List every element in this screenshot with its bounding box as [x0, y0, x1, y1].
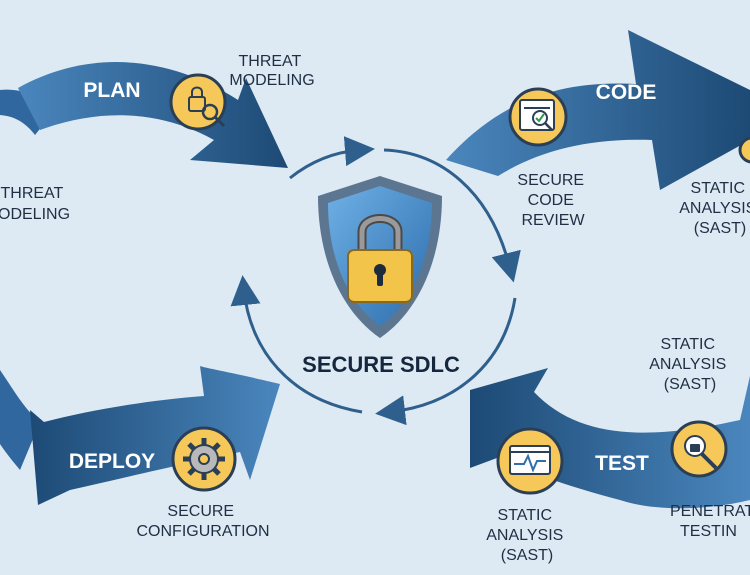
- lock-magnifier-icon: [670, 420, 728, 478]
- gear-icon: [738, 136, 750, 164]
- penetration-testing-label: PENETRAT TESTIN: [670, 503, 750, 540]
- deploy-label: DEPLOY: [69, 450, 155, 473]
- left-threat-modeling-label: THREAT ODELING: [0, 185, 70, 223]
- secure-code-review-label: SECURE CODE REVIEW: [517, 172, 588, 229]
- secure-configuration-label: SECURE CONFIGURATION: [136, 503, 269, 540]
- center-cycle: [230, 136, 521, 426]
- plan-label: PLAN: [83, 79, 140, 102]
- plan-threat-modeling-label: THREAT MODELING: [229, 53, 314, 89]
- code-label: CODE: [596, 81, 657, 104]
- lock-magnifier-icon: [169, 73, 227, 131]
- shield-lock-icon: [318, 176, 442, 338]
- plan-arrow: [18, 62, 288, 168]
- deploy-arrow: [30, 366, 280, 505]
- static-analysis-mid-label: STATIC ANALYSIS (SAST): [649, 336, 731, 393]
- static-analysis-top-label: STATIC ANALYSIS (SAST): [679, 180, 750, 237]
- code-review-checklist-icon: [508, 87, 568, 147]
- test-label: TEST: [595, 452, 649, 475]
- monitor-pulse-icon: [496, 427, 564, 495]
- code-arrow: [446, 30, 750, 190]
- gear-icon: [171, 426, 237, 492]
- left-cycle-arrow-bottom: [0, 370, 40, 470]
- static-analysis-test-label: STATIC ANALYSIS (SAST): [486, 507, 568, 564]
- center-title: SECURE SDLC: [302, 352, 460, 377]
